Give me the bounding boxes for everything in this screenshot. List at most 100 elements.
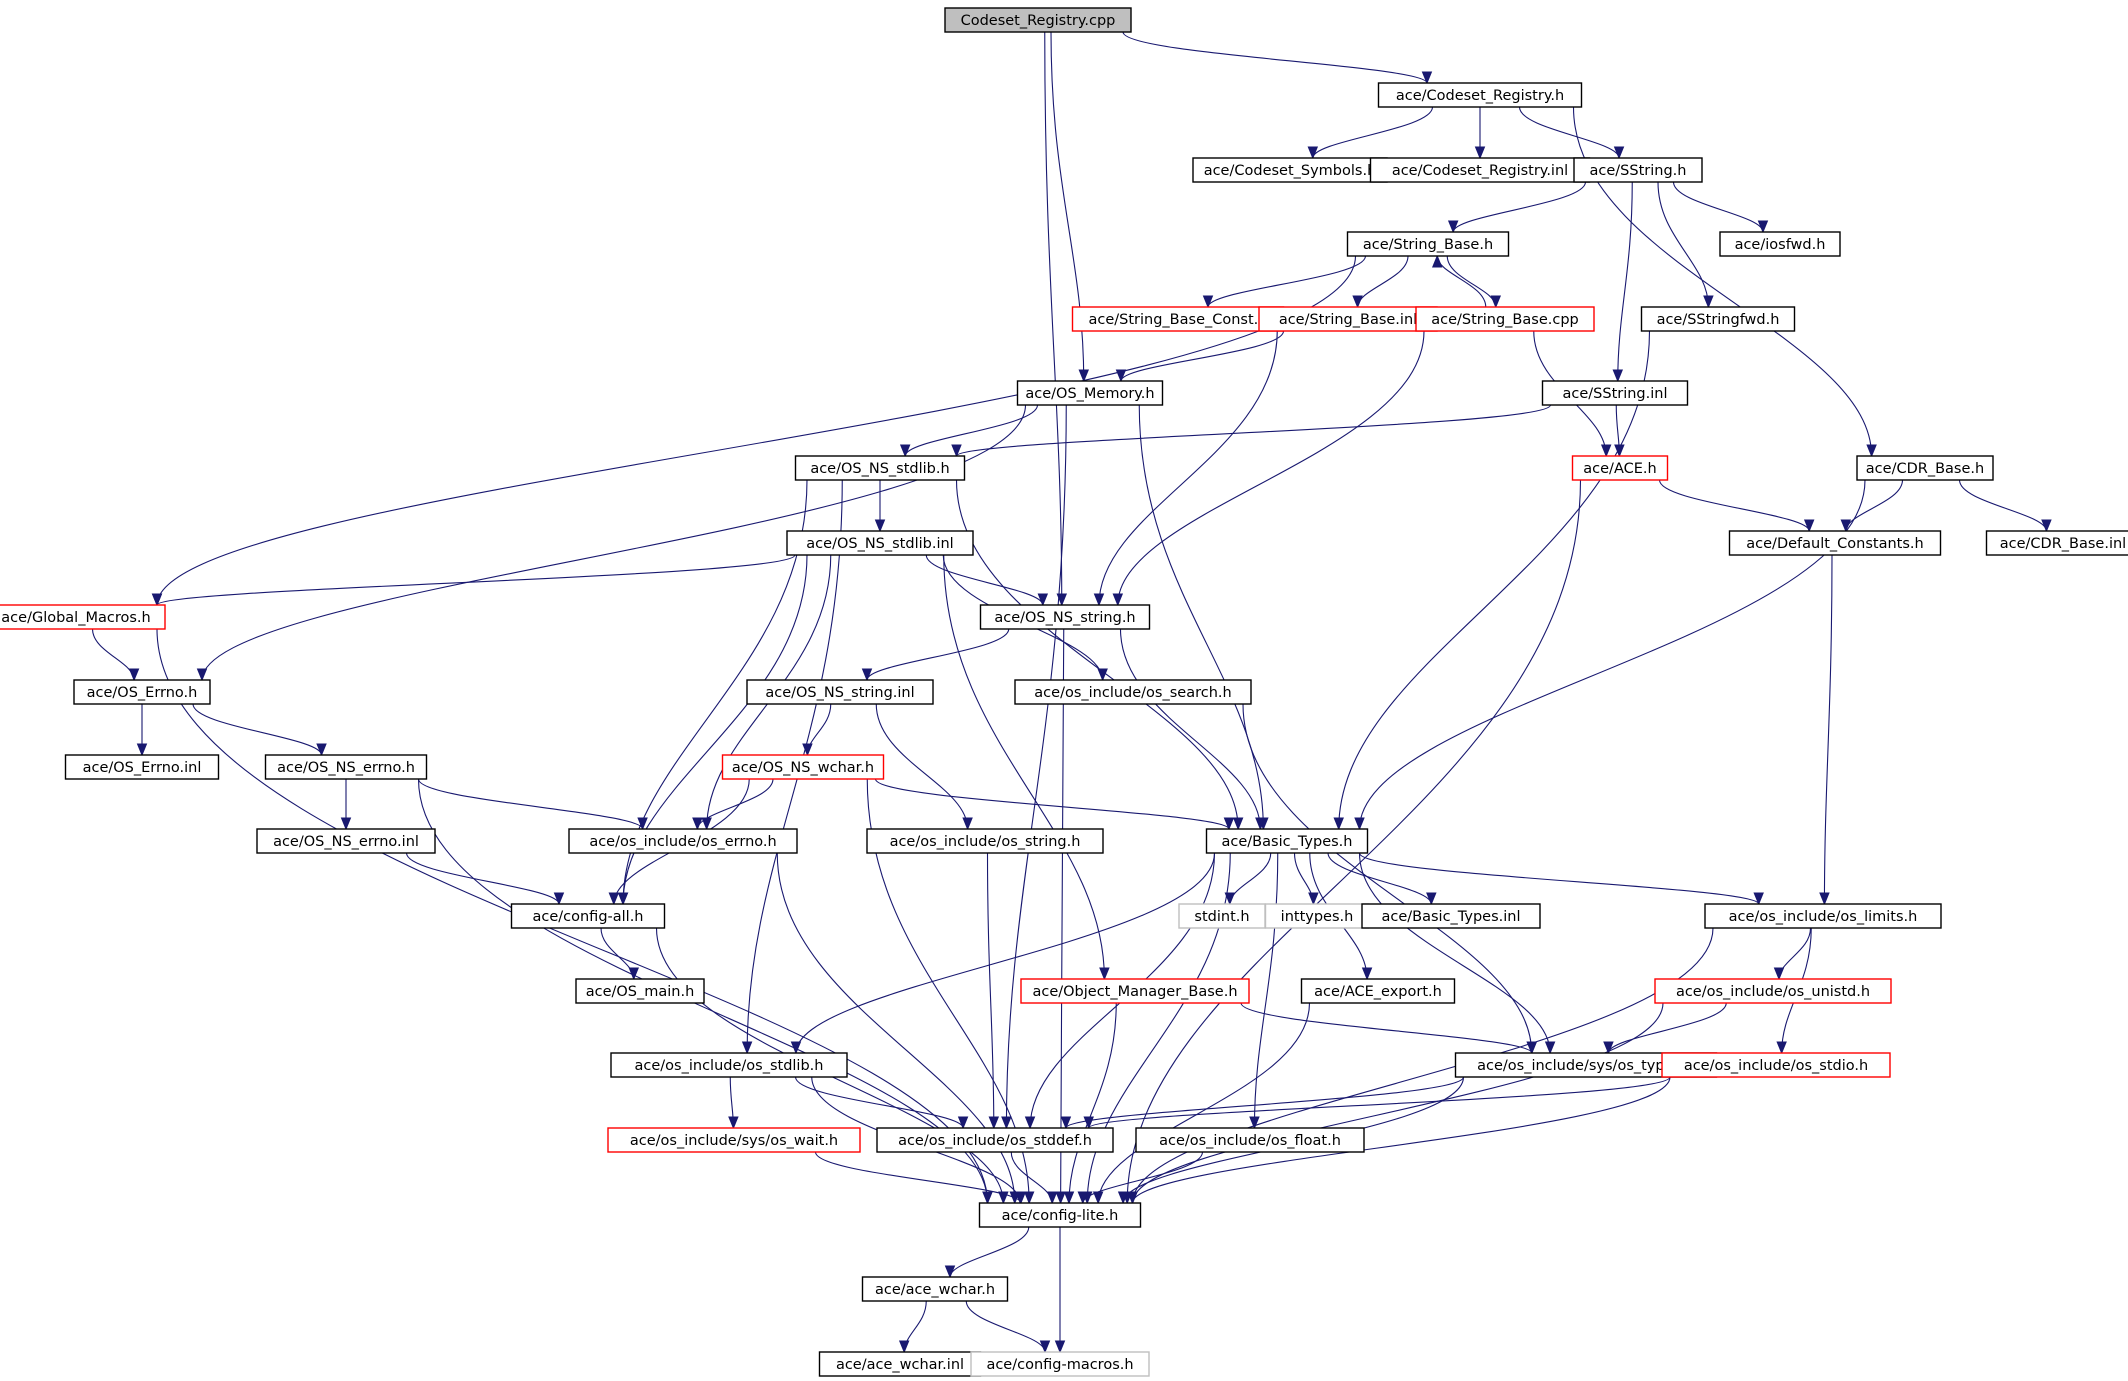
graph-node-string-base-cpp[interactable]: ace/String_Base.cpp xyxy=(1415,306,1595,332)
dependency-edge xyxy=(1122,31,1428,84)
node-box xyxy=(1020,978,1250,1004)
arrowhead xyxy=(136,743,148,757)
graph-node-os-ns-stdlib-inl[interactable]: ace/OS_NS_stdlib.inl xyxy=(786,530,974,556)
arrowhead xyxy=(1544,1041,1556,1055)
arrowhead xyxy=(1612,369,1624,383)
graph-node-os-ns-string-inl[interactable]: ace/OS_NS_string.inl xyxy=(746,679,934,705)
graph-node-os-ns-stdlib-h[interactable]: ace/OS_NS_stdlib.h xyxy=(794,455,966,481)
graph-node-codeset-registry-cpp[interactable]: Codeset_Registry.cpp xyxy=(944,7,1132,33)
graph-node-os-unistd-h[interactable]: ace/os_include/os_unistd.h xyxy=(1654,978,1892,1004)
graph-node-os-ns-errno-h[interactable]: ace/OS_NS_errno.h xyxy=(264,754,428,780)
graph-node-config-macros-h[interactable]: ace/config-macros.h xyxy=(970,1351,1150,1377)
arrowhead xyxy=(861,668,873,682)
dependency-edge xyxy=(1657,181,1709,308)
graph-node-os-ns-wchar-h[interactable]: ace/OS_NS_wchar.h xyxy=(721,754,885,780)
graph-node-os-float-h[interactable]: ace/os_include/os_float.h xyxy=(1135,1127,1365,1153)
dependency-edge xyxy=(1117,330,1425,606)
arrowhead xyxy=(1097,668,1108,682)
arrowhead xyxy=(1083,1116,1094,1130)
graph-node-object-manager-base-h[interactable]: ace/Object_Manager_Base.h xyxy=(1020,978,1250,1004)
node-label: ace/String_Base.h xyxy=(1363,237,1493,253)
dependency-edge xyxy=(943,554,1105,980)
dependency-edge xyxy=(1436,255,1487,308)
arrowhead xyxy=(982,1191,993,1205)
arrowhead xyxy=(1112,593,1124,607)
graph-node-config-all-h[interactable]: ace/config-all.h xyxy=(510,903,666,929)
graph-node-ace-h[interactable]: ace/ACE.h xyxy=(1571,455,1669,481)
dependency-edge xyxy=(746,479,843,1054)
dependency-edge xyxy=(91,628,135,681)
arrowhead xyxy=(1773,967,1785,981)
graph-node-ace-wchar-inl[interactable]: ace/ace_wchar.inl xyxy=(818,1351,982,1377)
graph-node-os-limits-h[interactable]: ace/os_include/os_limits.h xyxy=(1704,903,1942,929)
arrowhead xyxy=(608,892,620,906)
arrowhead xyxy=(957,1116,969,1130)
node-label: ace/String_Base.cpp xyxy=(1431,312,1579,328)
graph-node-os-stdio-h[interactable]: ace/os_include/os_stdio.h xyxy=(1661,1052,1891,1078)
graph-node-os-memory-h[interactable]: ace/OS_Memory.h xyxy=(1016,380,1164,406)
graph-node-default-constants-h[interactable]: ace/Default_Constants.h xyxy=(1728,530,1942,556)
graph-node-inttypes-h[interactable]: inttypes.h xyxy=(1264,903,1370,929)
graph-node-stdint-h[interactable]: stdint.h xyxy=(1178,903,1266,929)
arrowhead xyxy=(1614,444,1625,458)
arrowhead xyxy=(1015,1191,1027,1205)
arrowhead xyxy=(1753,892,1764,906)
dependency-edge xyxy=(1138,404,1264,830)
node-box xyxy=(1661,1052,1891,1078)
node-box xyxy=(979,604,1151,630)
arrowhead xyxy=(1603,1041,1614,1055)
node-box xyxy=(1654,978,1892,1004)
arrowhead xyxy=(340,817,352,831)
graph-node-os-errno-inl[interactable]: ace/OS_Errno.inl xyxy=(64,754,220,780)
graph-node-os-ns-string-h[interactable]: ace/OS_NS_string.h xyxy=(979,604,1151,630)
dependency-edge xyxy=(1452,181,1587,233)
arrowhead xyxy=(1447,220,1459,234)
arrowhead xyxy=(1613,146,1625,160)
graph-node-iosfwd-h[interactable]: ace/iosfwd.h xyxy=(1719,231,1841,257)
graph-node-sys-os-wait-h[interactable]: ace/os_include/sys/os_wait.h xyxy=(607,1127,861,1153)
graph-node-string-base-h[interactable]: ace/String_Base.h xyxy=(1346,231,1510,257)
graph-node-basic-types-inl[interactable]: ace/Basic_Types.inl xyxy=(1361,903,1541,929)
arrowhead xyxy=(1037,593,1049,607)
arrowhead xyxy=(1077,1191,1089,1205)
graph-node-os-search-h[interactable]: ace/os_include/os_search.h xyxy=(1014,679,1252,705)
node-label: ace/os_include/sys/os_types.h xyxy=(1477,1058,1695,1074)
graph-node-os-main-h[interactable]: ace/OS_main.h xyxy=(575,978,705,1004)
graph-node-sstring-inl[interactable]: ace/SString.inl xyxy=(1541,380,1689,406)
graph-node-string-base-inl[interactable]: ace/String_Base.inl xyxy=(1258,306,1438,332)
arrowhead xyxy=(1001,1116,1012,1130)
arrowhead xyxy=(2041,519,2052,533)
graph-node-os-include-errno-h[interactable]: ace/os_include/os_errno.h xyxy=(568,828,798,854)
graph-node-os-stddef-h[interactable]: ace/os_include/os_stddef.h xyxy=(876,1127,1114,1153)
graph-node-ace-export-h[interactable]: ace/ACE_export.h xyxy=(1300,978,1456,1004)
node-box xyxy=(1719,231,1841,257)
node-label: ace/ace_wchar.inl xyxy=(836,1357,964,1373)
node-label: ace/Codeset_Symbols.h xyxy=(1204,163,1377,179)
graph-node-os-errno-h[interactable]: ace/OS_Errno.h xyxy=(73,679,211,705)
graph-node-cdr-base-h[interactable]: ace/CDR_Base.h xyxy=(1856,455,1994,481)
graph-node-codeset-symbols-h[interactable]: ace/Codeset_Symbols.h xyxy=(1192,157,1388,183)
graph-node-os-include-string-h[interactable]: ace/os_include/os_string.h xyxy=(866,828,1104,854)
graph-node-sstringfwd-h[interactable]: ace/SStringfwd.h xyxy=(1640,306,1796,332)
graph-node-os-include-stdlib-h[interactable]: ace/os_include/os_stdlib.h xyxy=(610,1052,848,1078)
graph-node-string-base-const-h[interactable]: ace/String_Base_Const.h xyxy=(1071,306,1285,332)
node-label: ace/os_include/os_stdlib.h xyxy=(635,1058,824,1074)
arrowhead xyxy=(899,444,911,458)
arrowhead xyxy=(1202,295,1214,309)
node-label: ace/os_include/os_stdio.h xyxy=(1684,1058,1868,1074)
graph-node-basic-types-h[interactable]: ace/Basic_Types.h xyxy=(1205,828,1369,854)
graph-node-ace-wchar-h[interactable]: ace/ace_wchar.h xyxy=(861,1276,1009,1302)
graph-node-cdr-base-inl[interactable]: ace/CDR_Base.inl xyxy=(1985,530,2128,556)
graph-node-global-macros-h[interactable]: ace/Global_Macros.h xyxy=(0,604,166,630)
arrowhead xyxy=(790,1041,802,1055)
graph-node-codeset-registry-inl[interactable]: ace/Codeset_Registry.inl xyxy=(1369,157,1591,183)
node-label: ace/OS_NS_string.h xyxy=(994,610,1135,626)
graph-node-os-ns-errno-inl[interactable]: ace/OS_NS_errno.inl xyxy=(256,828,436,854)
arrowhead xyxy=(1115,369,1127,383)
graph-node-sstring-h[interactable]: ace/SString.h xyxy=(1573,157,1703,183)
arrowhead xyxy=(1703,295,1714,309)
graph-node-config-lite-h[interactable]: ace/config-lite.h xyxy=(978,1202,1142,1228)
arrowhead xyxy=(692,817,703,831)
graph-node-codeset-registry-h[interactable]: ace/Codeset_Registry.h xyxy=(1377,82,1583,108)
